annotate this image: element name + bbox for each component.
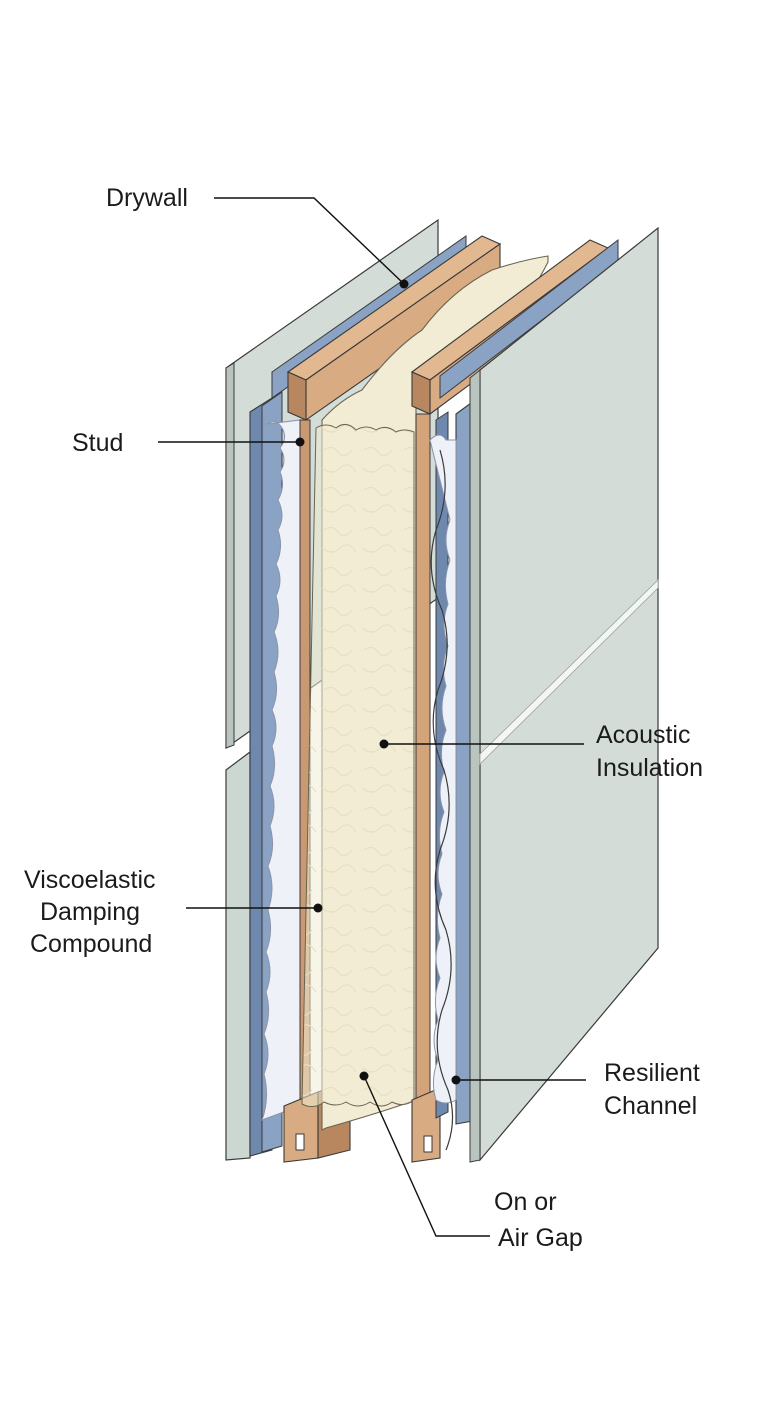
label-stud: Stud [72,429,123,457]
drywall-front-panel [469,226,659,1163]
white-batt-right [429,434,457,1104]
diagram-labels: Drywall Stud Acoustic Insulation Viscoel… [24,184,703,1252]
insulation-core [301,255,549,1131]
resilient-channel-wire [430,449,454,1151]
label-drywall: Drywall [106,184,188,212]
white-batt-left [261,419,301,1121]
label-acoustic-insulation-line1: Acoustic [596,721,690,749]
label-air-gap-line1: On or [494,1188,557,1216]
label-resilient-channel-line1: Resilient [604,1059,700,1087]
leader-lines [158,197,586,1237]
label-damping-line2: Damping [40,898,140,926]
label-acoustic-insulation-line2: Insulation [596,754,703,782]
label-air-gap-line2: Air Gap [498,1224,583,1252]
label-resilient-channel-line2: Channel [604,1092,697,1120]
label-damping-line3: Compound [30,930,152,958]
label-damping-line1: Viscoelastic [24,866,156,894]
